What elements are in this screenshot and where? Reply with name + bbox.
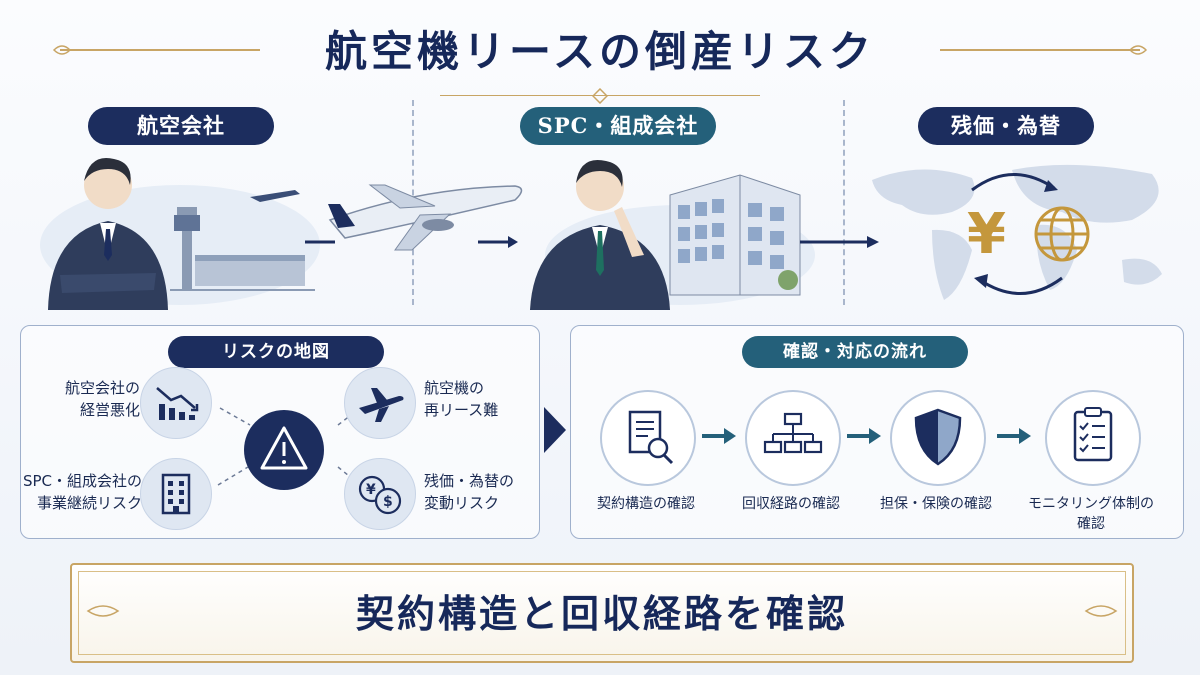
divider-2 (843, 100, 845, 305)
step-label-collateral: 担保・保険の確認 (880, 496, 992, 512)
yen-icon: ¥ (967, 202, 1006, 267)
conclusion-banner: 契約構造と回収経路を確認 (70, 563, 1134, 663)
businessman-thinking (530, 159, 670, 310)
risk-label-aircraft: 航空機の再リース難 (424, 379, 499, 419)
airplane-icon (328, 184, 523, 251)
step-monitoring (1045, 390, 1141, 486)
currency-icon: ¥ $ (358, 475, 402, 515)
arrow-to-residual (800, 236, 879, 248)
chevron-right-icon (544, 407, 566, 453)
airline-illustration (40, 157, 320, 310)
svg-text:¥: ¥ (366, 482, 376, 498)
step-contract (600, 390, 696, 486)
declining-chart-icon (156, 387, 199, 420)
risk-label-fx: 残価・為替の変動リスク (424, 472, 515, 512)
risk-map-heading: リスクの地図 (168, 336, 384, 368)
airplane-icon (359, 388, 404, 422)
small-plane-icon (250, 190, 300, 202)
flow-heading: 確認・対応の流れ (742, 336, 968, 368)
arrow-right-icon (508, 236, 518, 248)
flow-arrow-3 (997, 428, 1031, 444)
step-label-contract: 契約構造の確認 (597, 496, 695, 512)
title-ornament-left (60, 49, 260, 51)
step-label-recovery: 回収経路の確認 (742, 496, 840, 512)
risk-circle-fx: ¥ $ (344, 458, 416, 530)
airliner-illustration (305, 184, 523, 251)
step-collateral (890, 390, 986, 486)
ornament-flourish-left (52, 45, 72, 55)
flow-arrow-1 (702, 428, 736, 444)
step-label-monitoring: モニタリング体制の 確認 (1028, 496, 1154, 532)
risk-label-spc: SPC・組成会社の事業継続リスク (22, 472, 142, 512)
globe-icon (1034, 206, 1090, 262)
banner-flourish-right (1084, 605, 1118, 617)
businessman-arms-crossed (48, 157, 168, 310)
flow-arrow-2 (847, 428, 881, 444)
central-warning (244, 410, 324, 490)
warning-icon (260, 426, 308, 470)
page-title: 航空機リースの倒産リスク (325, 27, 875, 76)
banner-flourish-left (86, 605, 120, 617)
risk-circle-spc (140, 458, 212, 530)
risk-circle-aircraft (344, 367, 416, 439)
conclusion-text: 契約構造と回収経路を確認 (355, 591, 848, 636)
control-tower-icon (174, 207, 200, 290)
exchange-arrow-top (971, 173, 1055, 192)
section-residual: 残価・為替 (918, 107, 1094, 145)
tree-icon (778, 270, 798, 290)
office-building-icon (669, 174, 801, 296)
title-underline (440, 95, 760, 96)
title-ornament-right (940, 49, 1140, 51)
ornament-flourish-right (1128, 45, 1148, 55)
residual-fx-illustration: ¥ (872, 164, 1162, 300)
world-map-icon (872, 164, 1162, 300)
section-airline: 航空会社 (88, 107, 274, 145)
org-chart-icon (763, 412, 823, 454)
diamond-ornament (592, 88, 608, 104)
risk-label-airline: 航空会社の経営悪化 (64, 379, 140, 419)
checklist-icon (1073, 407, 1113, 462)
shield-icon (914, 408, 962, 466)
step-recovery (745, 390, 841, 486)
svg-text:$: $ (383, 494, 393, 510)
section-spc: SPC・組成会社 (520, 107, 716, 145)
risk-map-connectors (217, 407, 361, 486)
exchange-arrow-bottom (979, 276, 1063, 295)
document-search-icon (628, 410, 674, 465)
risk-circle-airline (140, 367, 212, 439)
spc-illustration (530, 159, 815, 310)
building-icon (161, 473, 191, 515)
